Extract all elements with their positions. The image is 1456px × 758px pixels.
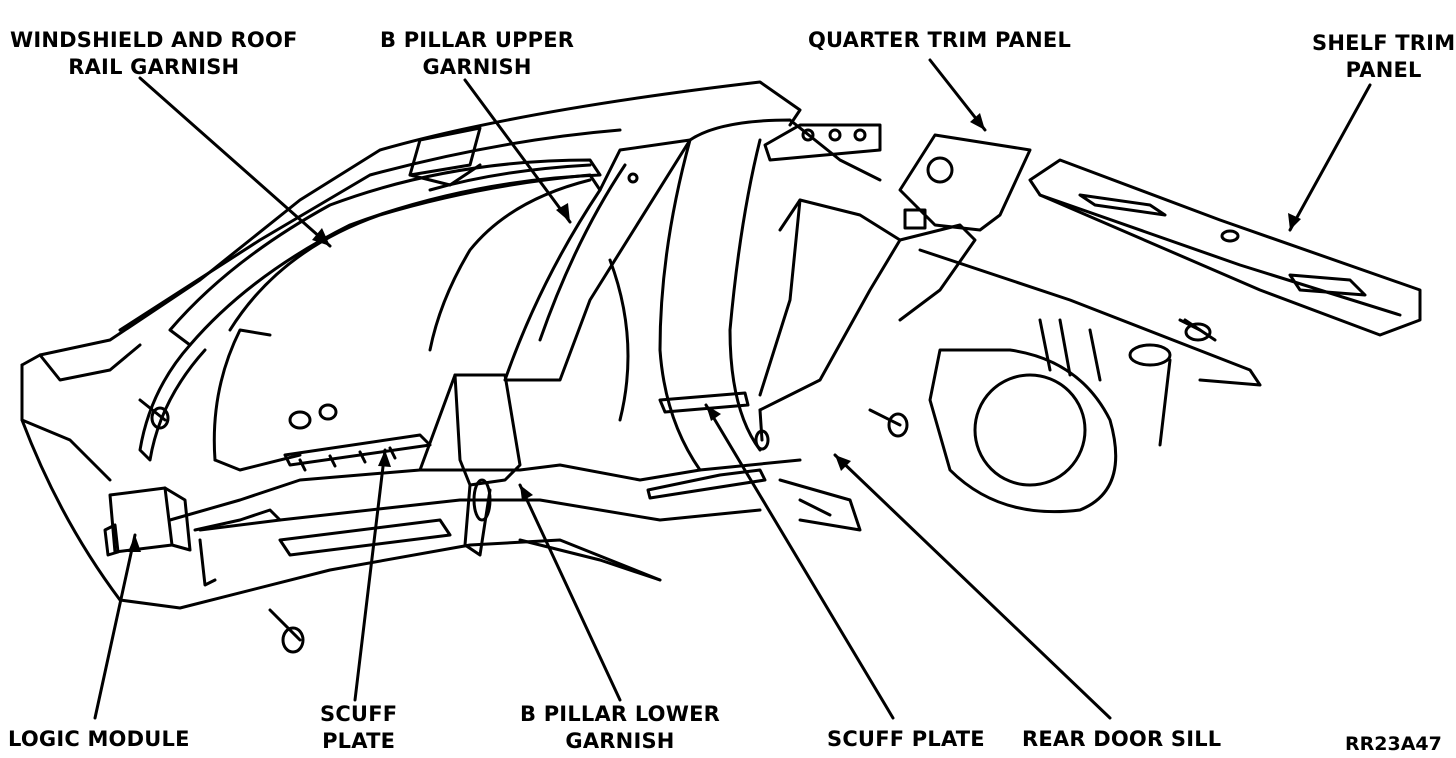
label-b-pillar-lower-garnish: B PILLAR LOWER GARNISH	[520, 701, 720, 755]
label-b-pillar-upper-garnish: B PILLAR UPPER GARNISH	[380, 27, 574, 81]
leader-lines	[93, 58, 1372, 720]
label-line: B PILLAR UPPER	[380, 28, 575, 52]
arrowheads	[128, 113, 1301, 552]
shelf-trim-panel	[1028, 158, 1422, 342]
front-scuff-plate	[283, 433, 432, 472]
label-quarter-trim-panel: QUARTER TRIM PANEL	[808, 27, 1071, 54]
rear-door-opening	[608, 118, 882, 472]
b-pillar-upper-garnish	[503, 138, 692, 382]
label-rear-scuff-plate: SCUFF PLATE	[827, 726, 985, 753]
screws	[138, 318, 1202, 654]
floor-and-sill	[168, 458, 862, 582]
label-line: SCUFF	[320, 702, 398, 726]
label-line: WINDSHIELD AND ROOF	[10, 28, 298, 52]
front-door-opening	[212, 173, 602, 472]
label-line: GARNISH	[565, 729, 675, 753]
label-line: GARNISH	[422, 55, 532, 79]
rear-scuff-plate	[646, 391, 767, 500]
windshield-roof-rail-garnish	[138, 158, 602, 462]
logic-module	[103, 486, 282, 587]
label-line: B PILLAR LOWER	[520, 702, 720, 726]
label-windshield-roof-rail-garnish: WINDSHIELD AND ROOF RAIL GARNISH	[10, 27, 298, 81]
label-front-scuff-plate: SCUFF PLATE	[320, 701, 397, 755]
label-line: REAR DOOR SILL	[1022, 727, 1222, 751]
label-line: PANEL	[1345, 58, 1422, 82]
label-line: RAIL GARNISH	[68, 55, 240, 79]
quarter-trim-panel	[758, 123, 1032, 412]
label-rear-door-sill: REAR DOOR SILL	[1022, 726, 1221, 753]
body-outline	[20, 80, 802, 610]
b-pillar-lower-garnish	[418, 373, 522, 557]
label-shelf-trim-panel: SHELF TRIM PANEL	[1312, 30, 1455, 84]
label-line: SHELF TRIM	[1312, 31, 1456, 55]
label-logic-module: LOGIC MODULE	[8, 726, 190, 753]
rear-wheel-well	[918, 248, 1262, 514]
figure-id: RR23A47	[1345, 733, 1442, 755]
label-line: LOGIC MODULE	[8, 727, 190, 751]
label-line: QUARTER TRIM PANEL	[808, 28, 1072, 52]
label-line: PLATE	[322, 729, 396, 753]
label-line: SCUFF PLATE	[827, 727, 985, 751]
